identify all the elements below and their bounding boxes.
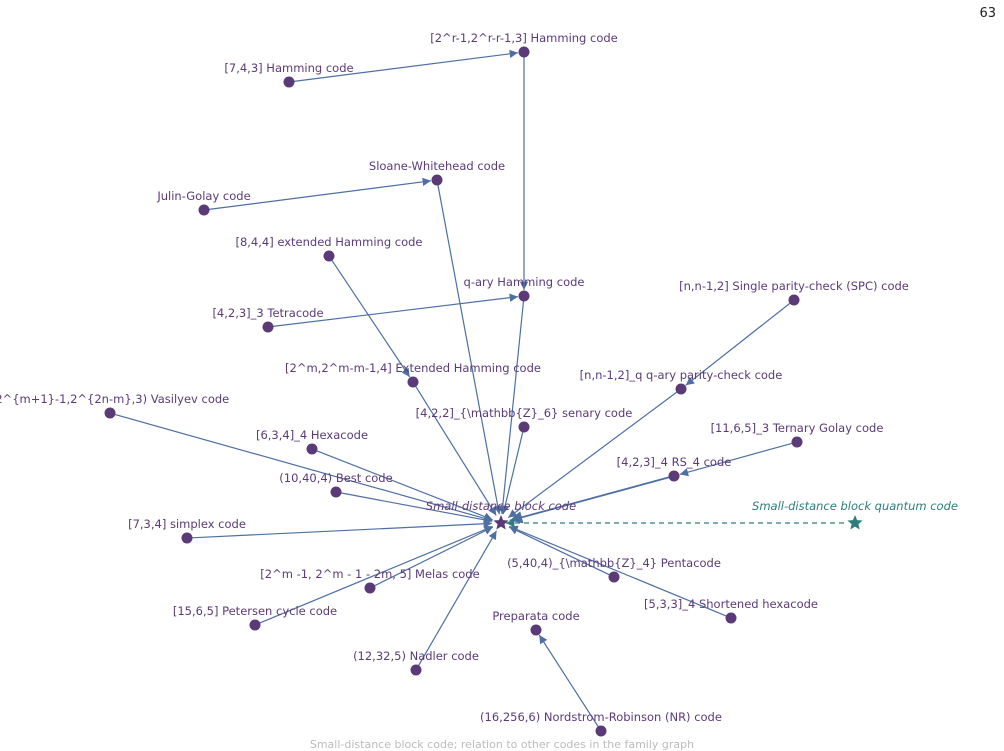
node-label-julin-golay: Julin-Golay code: [156, 189, 250, 203]
node-label-tetracode: [4,2,3]_3 Tetracode: [212, 306, 323, 320]
node-label-qary-parity: [n,n-1,2]_q q-ary parity-check code: [580, 368, 783, 382]
node-label-ext-hamming-844: [8,4,4] extended Hamming code: [235, 235, 422, 249]
node-label-hamming-743: [7,4,3] Hamming code: [224, 61, 353, 75]
labels-layer: [2^r-1,2^r-r-1,3] Hamming code [7,4,3] Ha…: [0, 31, 958, 724]
edge-ternary-golay-to-rs4: [679, 442, 793, 477]
edge-pentacode-to-center: [508, 526, 610, 576]
node-preparata[interactable]: [530, 624, 542, 636]
node-label-ext-hamming-general: [2^m,2^m-m-1,4] Extended Hamming code: [285, 361, 541, 375]
node-julin-golay[interactable]: [198, 204, 210, 216]
node-vasilyev[interactable]: [104, 407, 116, 419]
node-label-hamming-general: [2^r-1,2^r-r-1,3] Hamming code: [430, 31, 618, 45]
node-pentacode[interactable]: [608, 571, 620, 583]
node-nordstrom-robinson[interactable]: [595, 725, 607, 737]
node-nadler[interactable]: [410, 664, 422, 676]
edges-layer: [114, 49, 846, 728]
edge-nadler-to-center: [417, 530, 498, 667]
node-label-senary: [4,2,2]_{\mathbb{Z}_6} senary code: [416, 406, 633, 420]
node-label-simplex: [7,3,4] simplex code: [128, 517, 246, 531]
node-petersen[interactable]: [249, 619, 261, 631]
node-label-petersen: [15,6,5] Petersen cycle code: [173, 604, 337, 618]
node-hexacode[interactable]: [306, 443, 318, 455]
quantum-node-label: Small-distance block quantum code: [752, 499, 958, 513]
node-rs4[interactable]: [668, 470, 680, 482]
node-label-ternary-golay: [11,6,5]_3 Ternary Golay code: [711, 421, 884, 435]
edge-melas-to-center: [374, 526, 494, 587]
node-label-shortened-hexacode: [5,3,3]_4 Shortened hexacode: [644, 597, 818, 611]
node-spc[interactable]: [788, 294, 800, 306]
node-label-best-code: (10,40,4) Best code: [279, 471, 392, 485]
edge-julin-golay-to-sloane-whitehead: [208, 177, 432, 210]
node-label-pentacode: (5,40,4)_{\mathbb{Z}_4} Pentacode: [507, 556, 721, 570]
node-label-melas: [2^m -1, 2^m - 1 - 2m, 5] Melas code: [260, 567, 479, 581]
edge-qary-parity-to-center: [507, 391, 678, 519]
node-label-vasilyev: (2^{m+1}-1,2^{2n-m},3) Vasilyev code: [0, 392, 229, 406]
edge-qary-hamming-to-center: [498, 300, 525, 515]
edge-hexacode-to-center: [316, 450, 493, 521]
edge-shortened-hexacode-to-center: [509, 525, 727, 617]
node-best-code[interactable]: [330, 486, 342, 498]
node-ext-hamming-844[interactable]: [323, 250, 335, 262]
node-label-qary-hamming: q-ary Hamming code: [464, 275, 585, 289]
node-melas[interactable]: [364, 582, 376, 594]
node-ternary-golay[interactable]: [791, 436, 803, 448]
page-number: 63: [979, 6, 996, 21]
node-ext-hamming-general[interactable]: [407, 376, 419, 388]
edge-senary-to-center: [500, 431, 524, 515]
node-label-preparata: Preparata code: [492, 609, 579, 623]
nodes-layer: [104, 46, 863, 737]
node-qary-parity[interactable]: [675, 383, 687, 395]
edge-nordstrom-robinson-to-preparata: [538, 634, 599, 728]
node-label-sloane-whitehead: Sloane-Whitehead code: [369, 159, 505, 173]
edge-simplex-to-center: [191, 519, 493, 539]
edge-ext-hamming-844-to-ext-hamming-general: [331, 259, 411, 378]
node-qary-hamming[interactable]: [518, 290, 530, 302]
edge-spc-to-qary-parity: [685, 302, 791, 386]
edge-hamming-743-to-hamming-general: [293, 49, 519, 82]
node-senary[interactable]: [518, 421, 530, 433]
node-label-spc: [n,n-1,2] Single parity-check (SPC) code: [679, 279, 909, 293]
node-tetracode[interactable]: [262, 321, 274, 333]
quantum-node-star-icon[interactable]: [847, 515, 863, 530]
node-shortened-hexacode[interactable]: [725, 612, 737, 624]
edge-best-code-to-center: [340, 492, 493, 524]
edge-vasilyev-to-center: [114, 413, 493, 523]
center-node-star-icon[interactable]: [493, 515, 509, 530]
node-label-hexacode: [6,3,4]_4 Hexacode: [256, 428, 368, 442]
edge-rs4-to-center: [509, 476, 670, 524]
node-label-nadler: (12,32,5) Nadler code: [353, 649, 479, 663]
edge-tetracode-to-qary-hamming: [272, 293, 519, 327]
node-simplex[interactable]: [181, 532, 193, 544]
node-sloane-whitehead[interactable]: [431, 174, 443, 186]
figure-caption: Small-distance block code; relation to o…: [309, 738, 695, 751]
edge-ext-hamming-general-to-center: [415, 385, 497, 516]
edge-sloane-whitehead-to-center: [437, 184, 502, 515]
edge-petersen-to-center: [259, 525, 493, 624]
node-label-rs4: [4,2,3]_4 RS_4 code: [617, 455, 732, 469]
center-node-label: Small-distance block code: [426, 499, 576, 513]
node-label-nordstrom-robinson: (16,256,6) Nordstrom-Robinson (NR) code: [480, 710, 722, 724]
node-hamming-general[interactable]: [518, 46, 530, 58]
node-hamming-743[interactable]: [283, 76, 295, 88]
